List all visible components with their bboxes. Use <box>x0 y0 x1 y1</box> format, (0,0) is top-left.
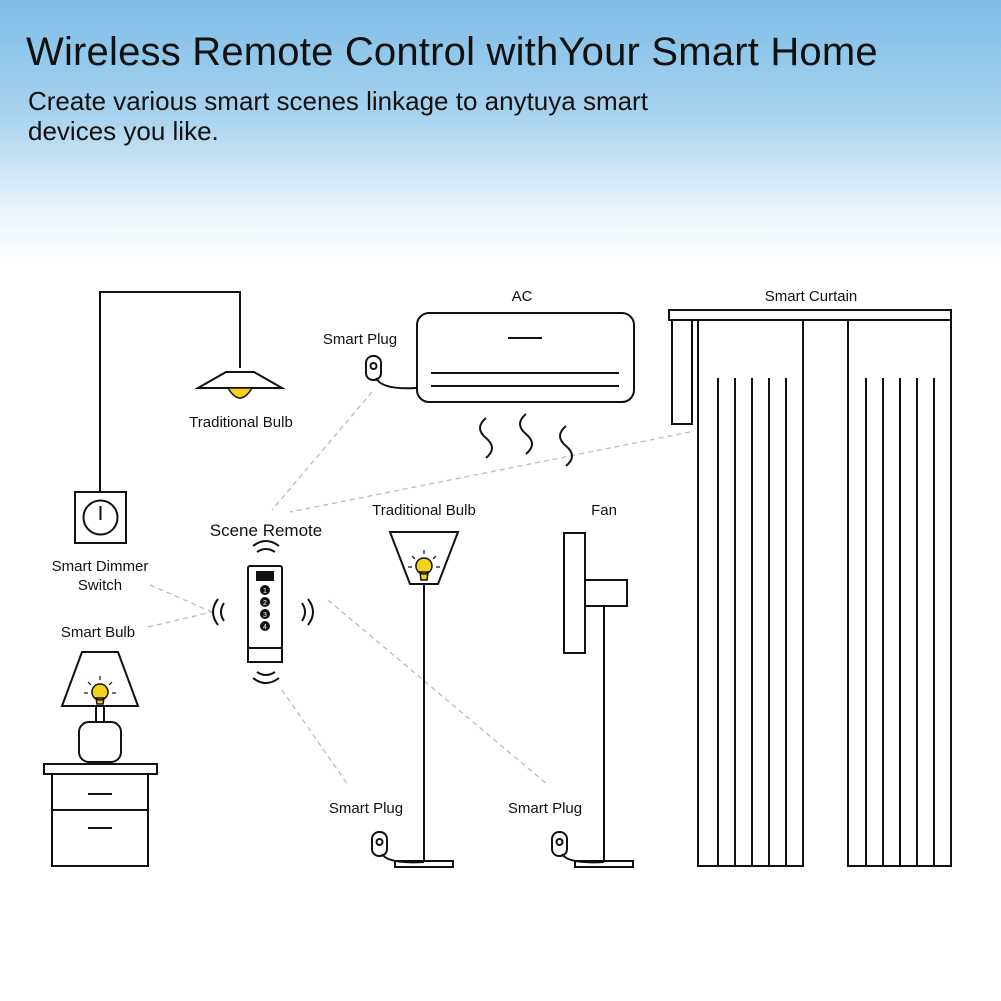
dimmer-switch <box>74 491 127 544</box>
switch-knob <box>82 499 119 536</box>
label-smart-plug-floor-lamp: Smart Plug <box>329 800 403 817</box>
label-smart-bulb: Smart Bulb <box>61 624 135 641</box>
signal-right-2 <box>307 598 314 626</box>
curtain-motor <box>671 319 693 425</box>
nightstand-body <box>51 773 149 867</box>
nightstand <box>43 763 158 867</box>
curtain-panel-left <box>697 319 804 867</box>
table-lamp-base <box>78 721 122 763</box>
scene-remote: 1 2 3 4 <box>212 540 314 684</box>
connection-lines <box>147 391 691 786</box>
ac-unit <box>416 312 635 467</box>
svg-text:3: 3 <box>263 612 267 619</box>
label-smart-curtain: Smart Curtain <box>765 288 858 305</box>
page-title: Wireless Remote Control withYour Smart H… <box>26 30 878 74</box>
label-traditional-bulb-pendant: Traditional Bulb <box>189 414 293 431</box>
remote-button-2: 2 <box>260 597 270 607</box>
pendant-lamp <box>99 291 286 492</box>
svg-text:4: 4 <box>263 624 267 631</box>
remote-led <box>256 571 274 581</box>
table-lamp <box>60 651 140 763</box>
ceiling-wire <box>99 291 241 492</box>
smart-curtain <box>668 309 952 867</box>
ac-body <box>416 312 635 403</box>
link-dimmer-switch <box>149 584 213 613</box>
signal-left-1 <box>220 602 225 622</box>
signal-left-2 <box>212 598 219 626</box>
svg-text:2: 2 <box>263 600 267 607</box>
remote-button-1: 1 <box>260 585 270 595</box>
curtain-folds-left <box>717 378 787 866</box>
smart-plug-ac-icon <box>365 355 417 390</box>
smart-bulb-icon <box>91 683 109 705</box>
link-curtain <box>289 431 691 513</box>
label-smart-plug-ac: Smart Plug <box>323 331 397 348</box>
curtain-rail <box>668 309 952 321</box>
label-scene-remote: Scene Remote <box>210 521 322 540</box>
label-traditional-bulb-floor: Traditional Bulb <box>372 502 476 519</box>
airflow-wave-3 <box>559 425 573 467</box>
fan-blade-guard <box>563 532 586 654</box>
sky-gradient-background <box>0 0 1001 260</box>
fan <box>563 532 634 868</box>
smart-bulb-rays-icon <box>84 676 116 694</box>
link-ac-plug <box>271 391 373 511</box>
remote-button-4: 4 <box>260 621 270 631</box>
svg-text:1: 1 <box>263 588 267 595</box>
link-fan-plug <box>327 599 549 786</box>
floor-bulb-rays-icon <box>408 550 440 568</box>
label-smart-dimmer-1: Smart Dimmer <box>52 558 149 575</box>
signal-top-2 <box>252 540 280 547</box>
link-smart-bulb <box>147 611 213 628</box>
label-fan: Fan <box>591 502 617 519</box>
floor-lamp <box>388 531 460 868</box>
remote-button-3: 3 <box>260 609 270 619</box>
remote-holder <box>247 647 283 663</box>
page-subtitle: Create various smart scenes linkage to a… <box>28 86 648 146</box>
smart-plug-fan-icon <box>551 831 605 864</box>
pendant-bulb-icon <box>226 387 254 399</box>
signal-right-1 <box>301 602 306 622</box>
link-floor-lamp-plug <box>281 689 349 786</box>
signal-bottom-2 <box>252 677 280 684</box>
label-ac: AC <box>512 288 533 305</box>
label-smart-plug-fan: Smart Plug <box>508 800 582 817</box>
pendant-shade <box>194 371 286 389</box>
signal-bottom-1 <box>256 671 276 676</box>
curtain-folds-right <box>865 378 935 866</box>
airflow-wave-1 <box>479 417 493 459</box>
airflow-wave-2 <box>519 413 533 455</box>
nightstand-top <box>43 763 158 775</box>
fan-base <box>574 860 634 868</box>
fan-motor-housing <box>584 579 628 607</box>
table-lamp-neck <box>95 705 105 723</box>
floor-lamp-base <box>394 860 454 868</box>
signal-top-1 <box>256 548 276 553</box>
label-smart-dimmer-2: Switch <box>78 577 122 594</box>
floor-bulb-icon <box>415 557 433 581</box>
smart-plug-floor-lamp-icon <box>371 831 425 864</box>
